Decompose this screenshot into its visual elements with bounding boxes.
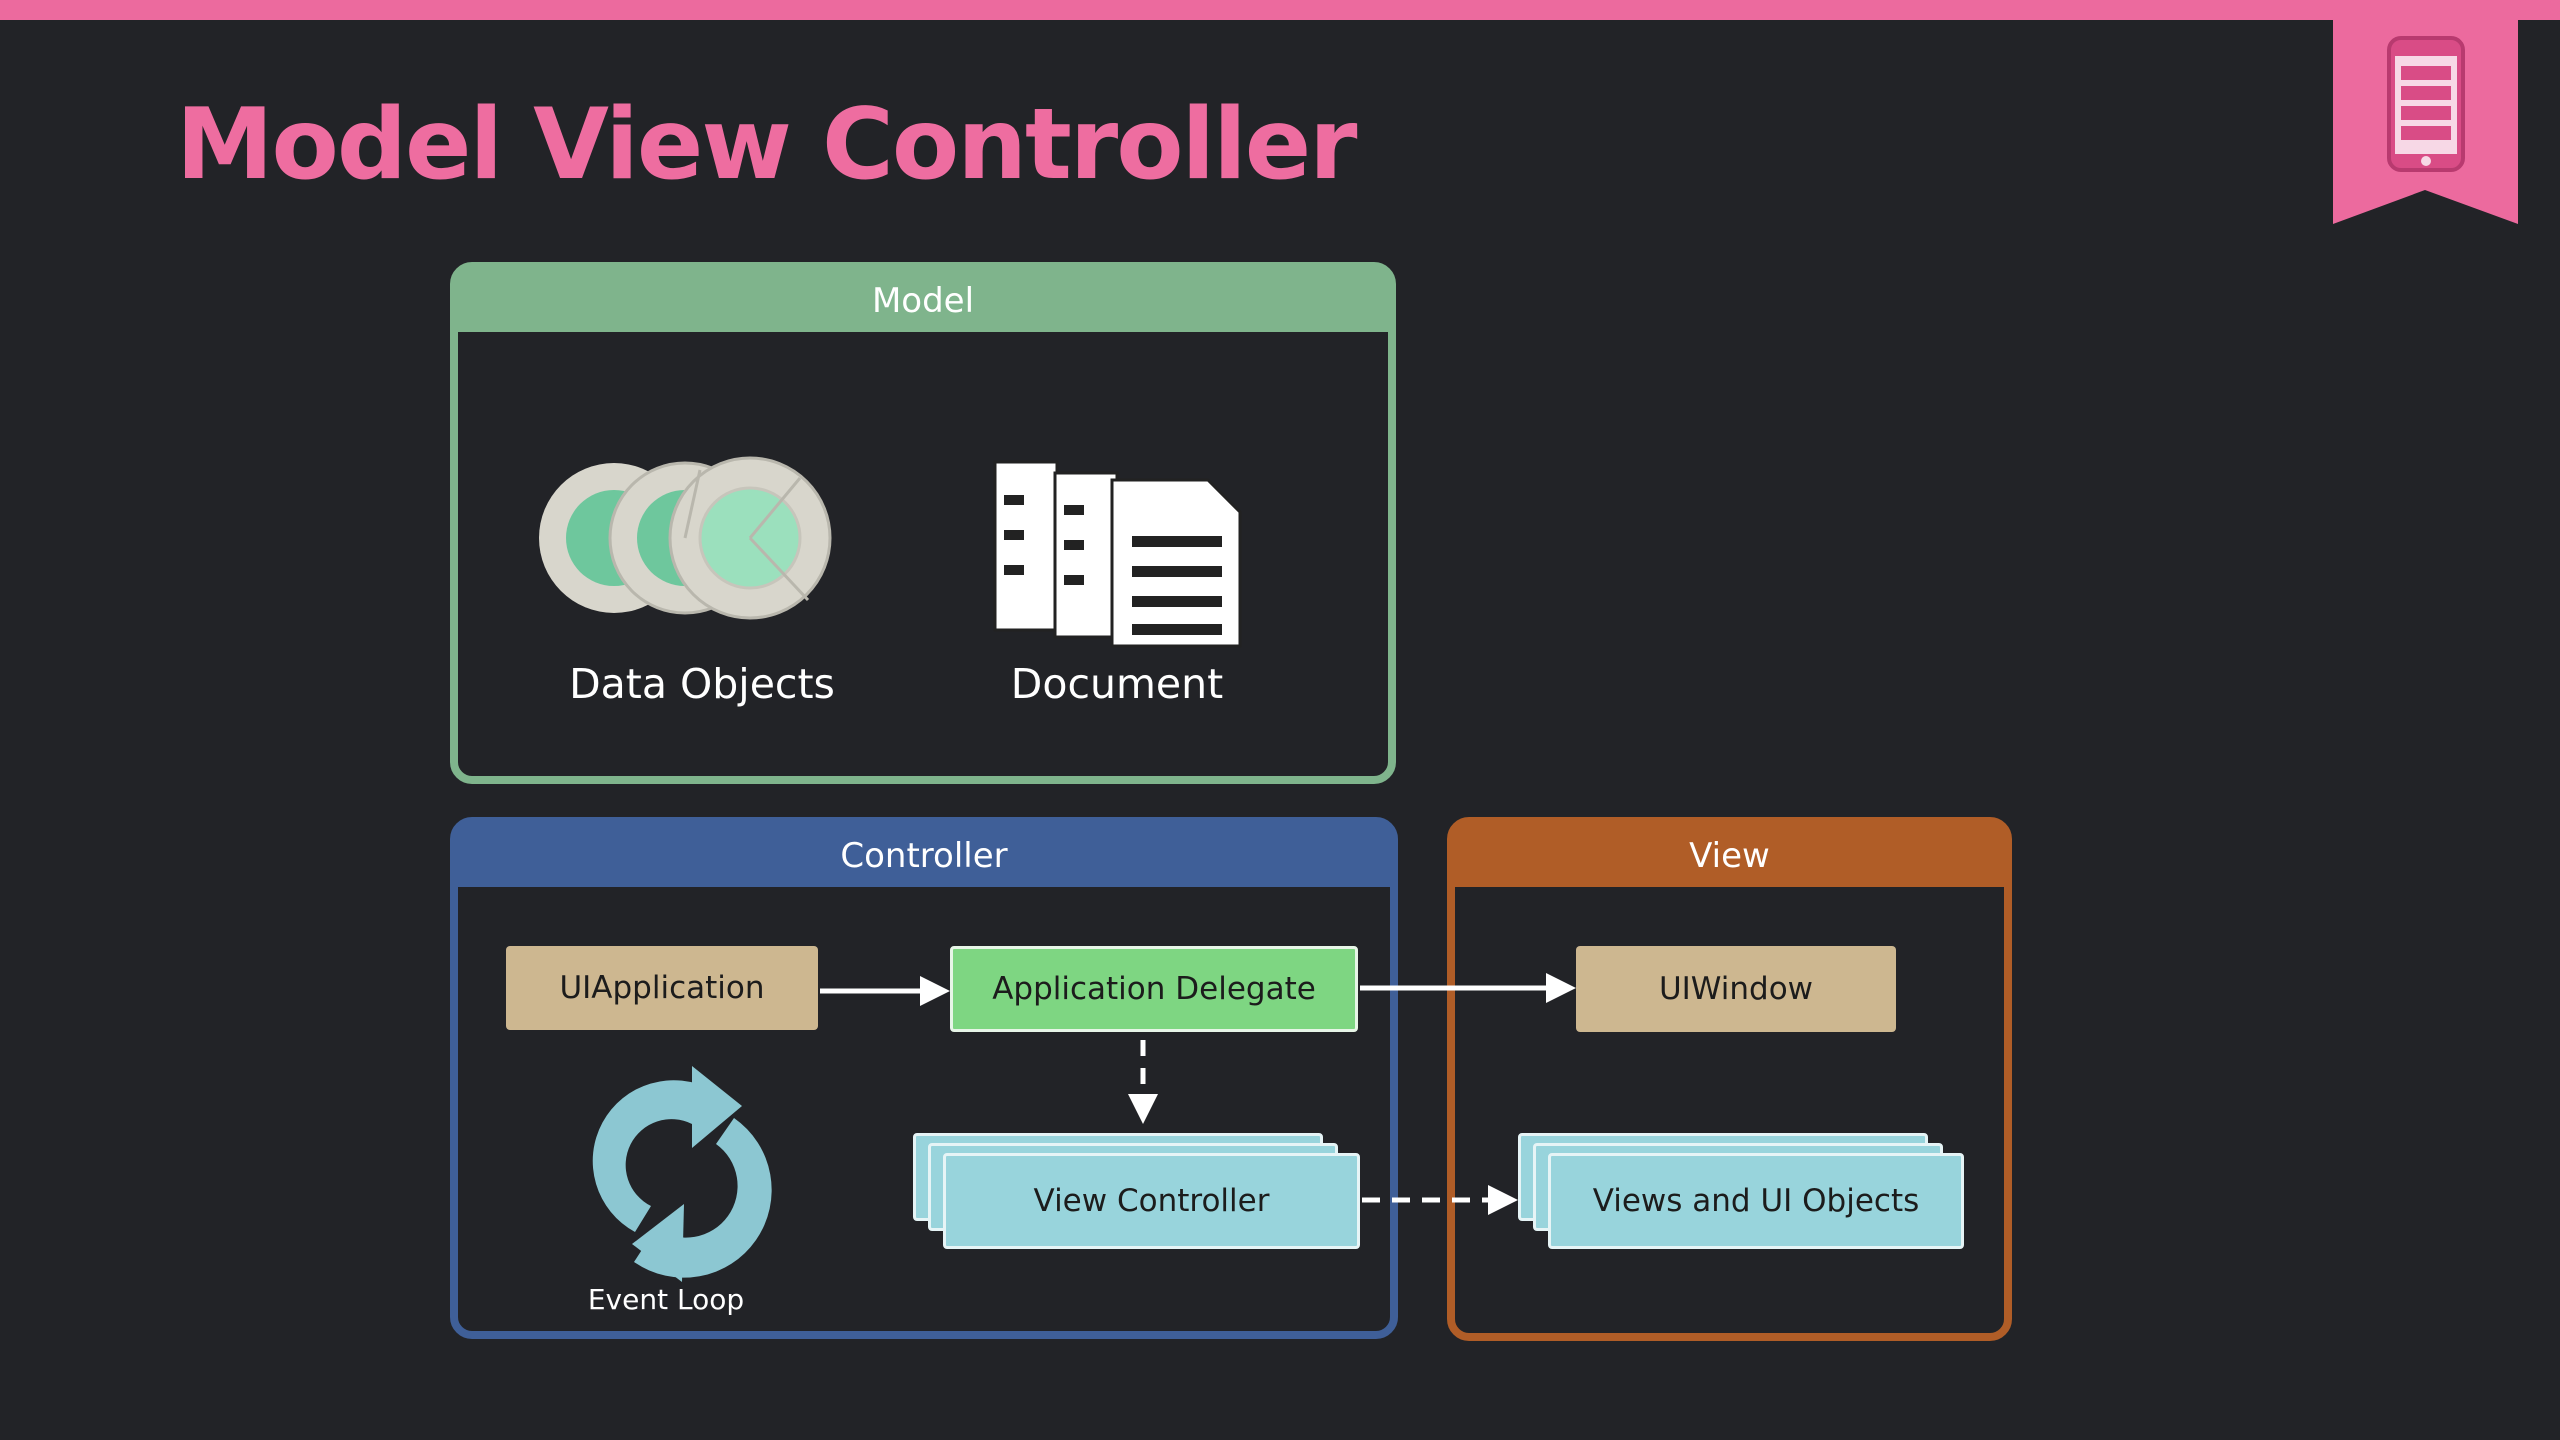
- controller-header: Controller: [458, 825, 1390, 887]
- mobile-list-icon: [2333, 0, 2518, 224]
- view-panel: View: [1447, 817, 2012, 1341]
- views-and-ui-objects-node: Views and UI Objects: [1548, 1153, 1964, 1249]
- view-header: View: [1455, 825, 2004, 887]
- document-icon: [993, 460, 1242, 648]
- event-loop-label: Event Loop: [587, 1283, 745, 1316]
- refresh-cycle-icon: [592, 1066, 772, 1282]
- document-label: Document: [1010, 660, 1224, 708]
- model-header: Model: [458, 270, 1388, 332]
- data-objects-label: Data Objects: [569, 660, 835, 708]
- application-delegate-node: Application Delegate: [950, 946, 1358, 1032]
- view-controller-node: View Controller: [943, 1153, 1360, 1249]
- uiapplication-node: UIApplication: [506, 946, 818, 1030]
- controller-panel: Controller: [450, 817, 1398, 1339]
- uiwindow-node: UIWindow: [1576, 946, 1896, 1032]
- model-panel: Model: [450, 262, 1396, 784]
- data-objects-icon: [539, 456, 832, 620]
- top-accent-bar: [0, 0, 2560, 20]
- slide-title: Model View Controller: [176, 88, 1358, 202]
